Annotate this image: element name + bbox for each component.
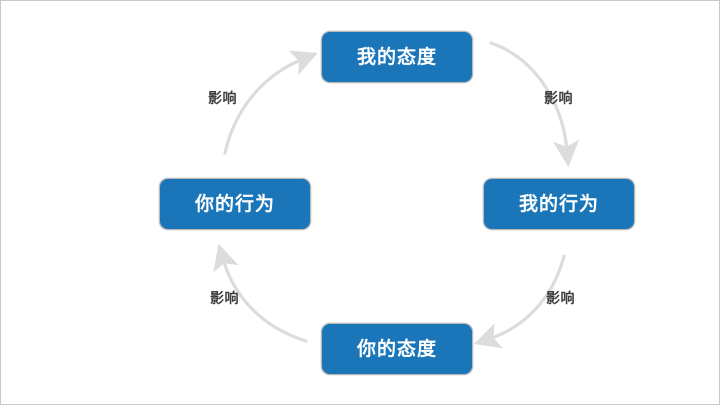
arrow-bottom-to-left (213, 243, 308, 343)
arrow-top-to-right (489, 41, 580, 167)
node-my-behavior[interactable]: 我的行为 (483, 178, 635, 230)
edge-label-bottom-to-left: 影响 (210, 291, 239, 307)
edge-label-left-to-top: 影响 (208, 91, 237, 107)
node-my-attitude[interactable]: 我的态度 (321, 31, 473, 83)
node-label: 你的行为 (194, 192, 275, 215)
node-label: 我的态度 (356, 45, 437, 68)
node-your-attitude[interactable]: 你的态度 (321, 323, 473, 375)
arrow-right-to-bottom (473, 254, 566, 349)
edge-label-right-to-bottom: 影响 (546, 291, 575, 307)
edge-label-top-to-right: 影响 (544, 91, 573, 107)
node-label: 我的行为 (518, 192, 599, 215)
node-label: 你的态度 (356, 337, 437, 360)
node-your-behavior[interactable]: 你的行为 (159, 178, 311, 230)
arrow-left-to-top (223, 50, 318, 155)
